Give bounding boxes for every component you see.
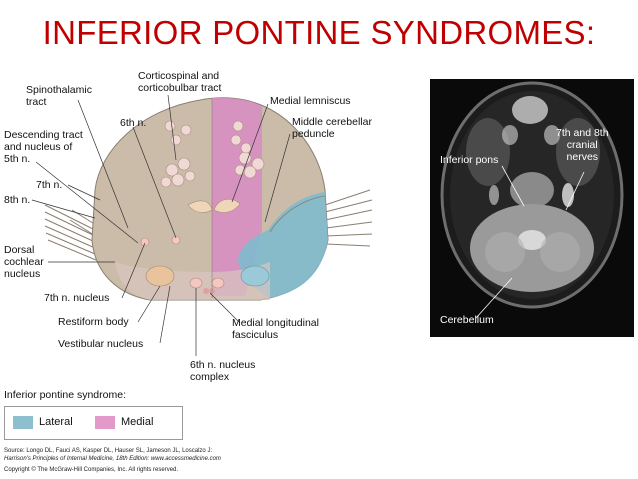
pons-cross-section bbox=[44, 97, 373, 301]
legend-label-lateral: Lateral bbox=[39, 416, 73, 428]
legend-swatch-medial bbox=[95, 416, 115, 429]
label-eighth-n: 8th n. bbox=[4, 194, 31, 206]
mri-label-cerebellum: Cerebellum bbox=[440, 314, 494, 326]
seventh-nucleus-left bbox=[140, 237, 150, 247]
corticospinal-bundles bbox=[160, 120, 265, 188]
page-title: INFERIOR PONTINE SYNDROMES: bbox=[42, 14, 596, 51]
legend: Lateral Medial bbox=[4, 406, 183, 440]
label-seventh-n: 7th n. bbox=[36, 179, 63, 191]
legend-label-medial: Medial bbox=[121, 416, 154, 428]
label-restiform: Restiform body bbox=[58, 316, 129, 328]
legend-swatch-lateral bbox=[13, 416, 33, 429]
mri-label-inferior-pons: Inferior pons bbox=[440, 154, 499, 166]
leader-lines bbox=[31, 94, 291, 356]
copyright: Copyright © The McGraw-Hill Companies, I… bbox=[4, 467, 179, 473]
mri-label-cranial-nerves: 7th and 8th cranial nerves bbox=[556, 127, 609, 163]
source-line-1: Source: Longo DL, Fauci AS, Kasper DL, H… bbox=[4, 448, 213, 454]
medial-lemniscus-right bbox=[213, 198, 241, 213]
mri-leader-lines bbox=[475, 165, 585, 319]
right-nerve-fibers bbox=[324, 189, 373, 247]
label-vestibular: Vestibular nucleus bbox=[58, 338, 144, 350]
source-line-2: Harrison's Principles of Internal Medici… bbox=[4, 456, 221, 462]
legend-title: Inferior pontine syndrome: bbox=[4, 389, 126, 401]
restiform-body bbox=[145, 265, 175, 287]
mri-image bbox=[430, 79, 634, 337]
label-seventh-nucleus: 7th n. nucleus bbox=[44, 292, 110, 304]
label-sixth-n: 6th n. bbox=[120, 117, 147, 129]
label-medial-lemniscus: Medial lemniscus bbox=[270, 95, 351, 107]
sixth-nucleus-left bbox=[189, 277, 203, 289]
